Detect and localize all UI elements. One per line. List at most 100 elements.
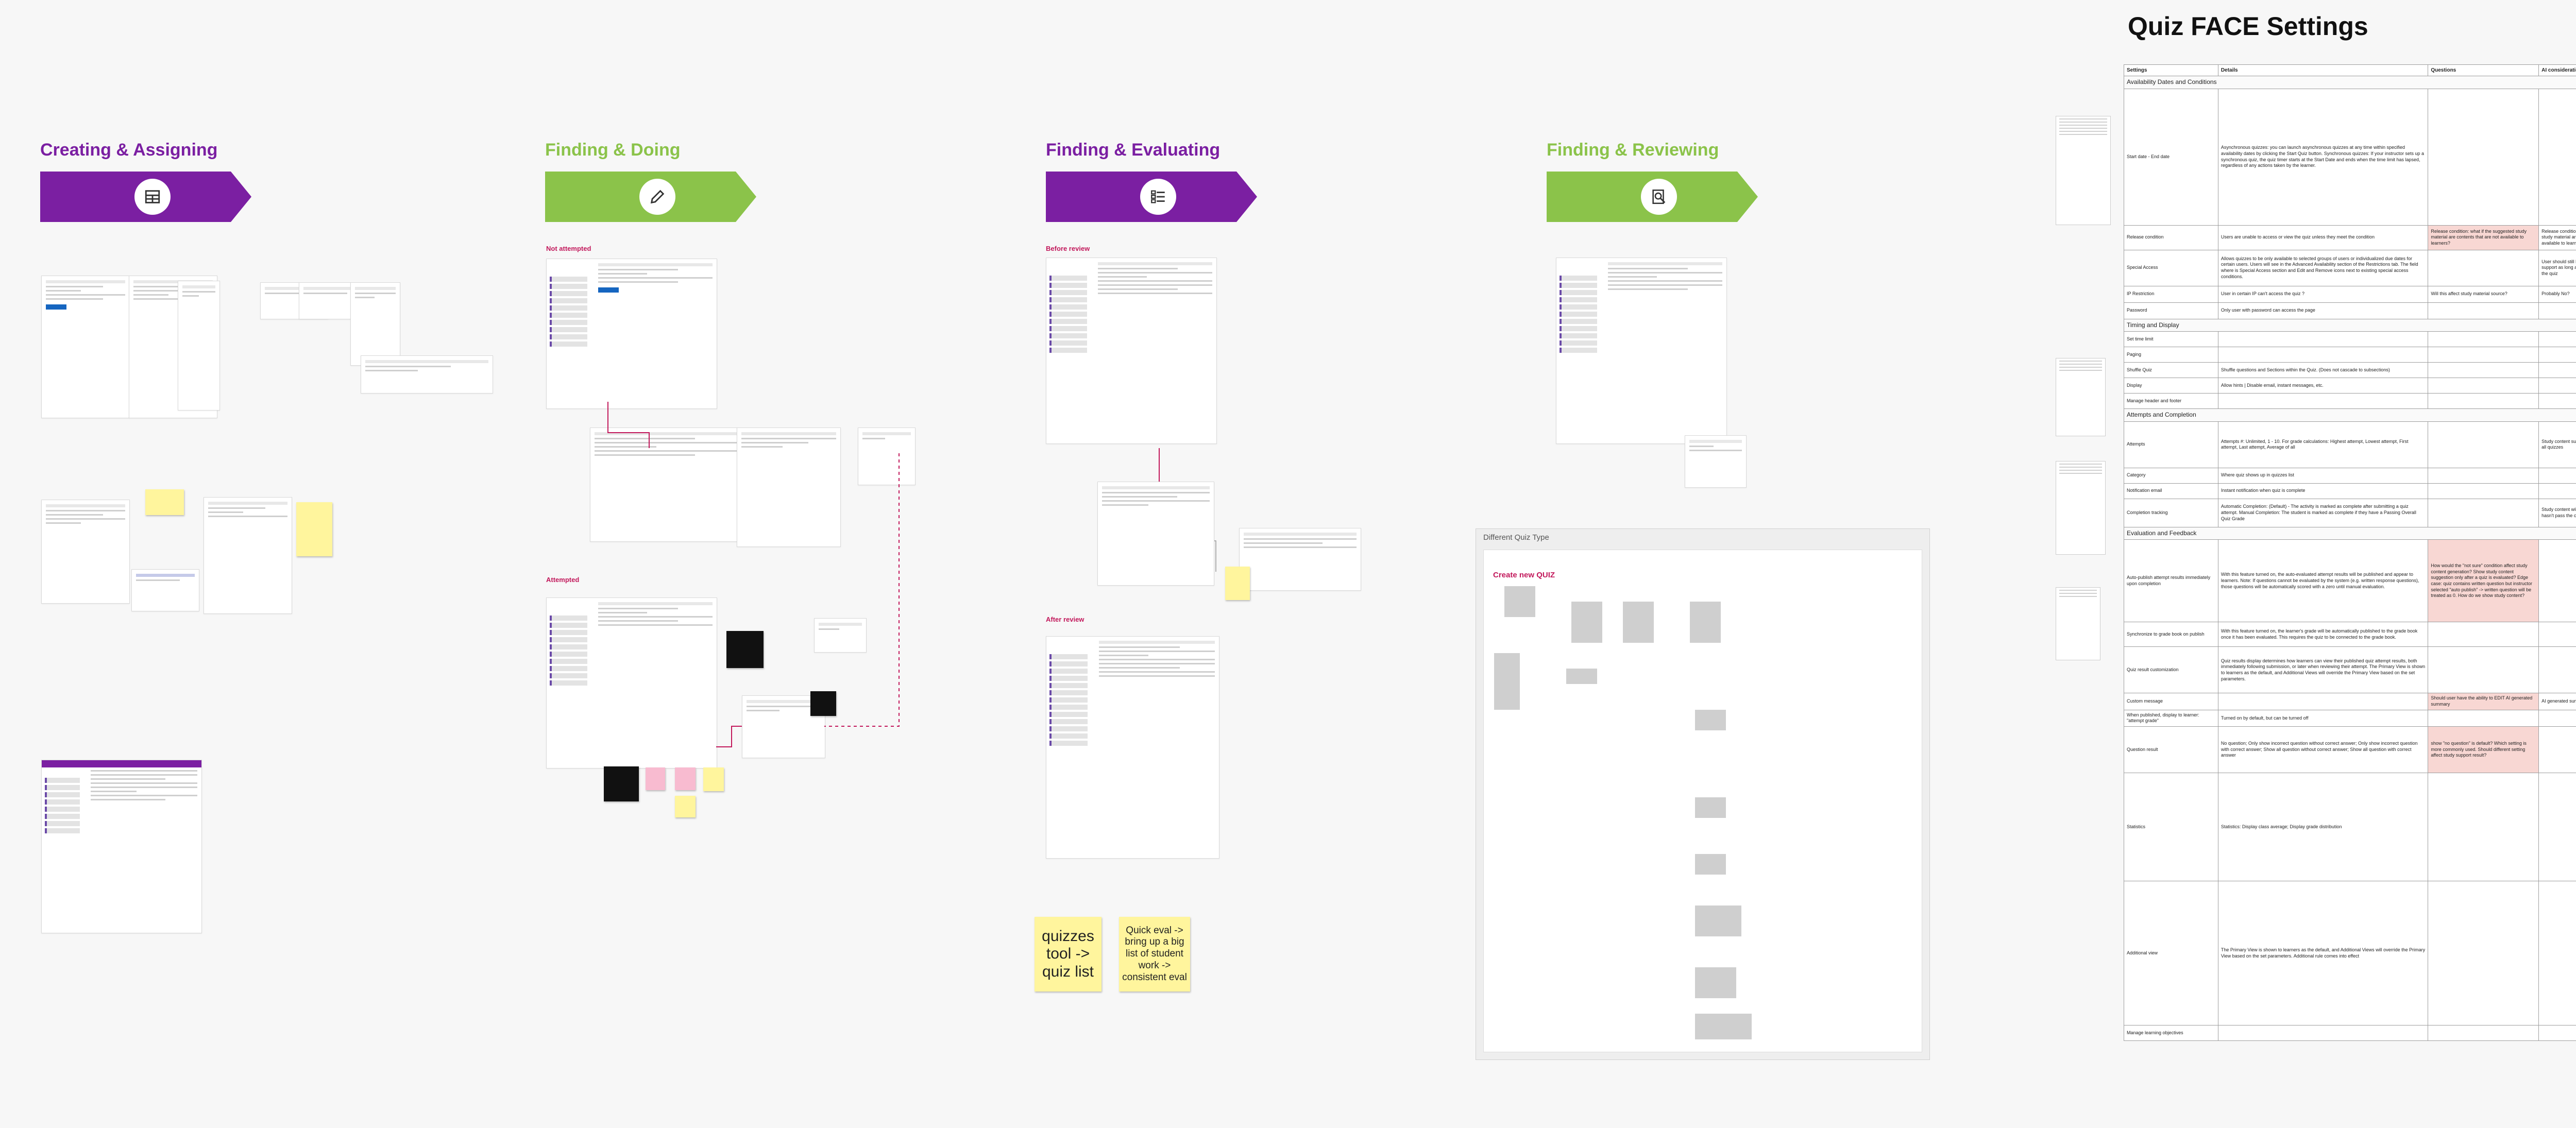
settings-cell-details: Allow hints | Disable email, instant mes… (2217, 378, 2429, 394)
settings-cell-ai: AI generated summary message (2538, 693, 2576, 710)
screenshot-reviewing (1556, 258, 1727, 444)
settings-cell-details: With this feature turned on, the learner… (2217, 622, 2429, 647)
settings-cell-name: Category (2124, 467, 2218, 484)
settings-cell-ai (2538, 331, 2576, 348)
table-icon (134, 179, 171, 215)
screenshot-import (204, 497, 292, 614)
settings-cell-details: Users are unable to access or view the q… (2217, 225, 2429, 250)
settings-cell-name: Notification email (2124, 483, 2218, 499)
settings-cell-details: No question; Only show incorrect questio… (2217, 726, 2429, 774)
settings-group-row: Evaluation and Feedback (2124, 526, 2576, 540)
settings-cell-ai (2538, 1025, 2576, 1041)
settings-cell-ai (2538, 726, 2576, 774)
settings-cell-name: Display (2124, 378, 2218, 394)
settings-cell-ai (2538, 539, 2576, 623)
sticky-note-doing-f (675, 796, 696, 817)
screenshot-quiz-options (178, 281, 220, 411)
settings-cell-ai (2538, 88, 2576, 226)
header-ai: AI consideration (2538, 64, 2576, 76)
settings-group-row: Attempts and Completion (2124, 408, 2576, 422)
settings-cell-ai: Study content will show up even if stude… (2538, 498, 2576, 527)
settings-row: Paging (2124, 347, 2576, 363)
screenshot-evaluation-detail (1097, 482, 1214, 586)
sticky-note-quizzes-tool: quizzes tool -> quiz list (1035, 917, 1101, 992)
settings-cell-questions (2428, 709, 2539, 727)
settings-group-title: Availability Dates and Conditions (2124, 76, 2576, 89)
settings-cell-name: Statistics (2124, 773, 2218, 882)
phase-title-creating: Creating & Assigning (40, 140, 218, 160)
settings-row: Manage header and footer (2124, 393, 2576, 409)
quiz-type-panel-title: Different Quiz Type (1483, 533, 1549, 542)
settings-cell-name: Special Access (2124, 249, 2218, 286)
sticky-note-doing-a (726, 631, 764, 668)
settings-cell-details: Shuffle questions and Sections within th… (2217, 362, 2429, 379)
settings-cell-name: Password (2124, 302, 2218, 319)
screenshot-quiz-setup (41, 276, 130, 418)
settings-cell-questions (2428, 467, 2539, 484)
settings-cell-name: Synchronize to grade book on publish (2124, 622, 2218, 647)
settings-cell-name: Paging (2124, 347, 2218, 363)
quiz-type-panel: Different Quiz Type Create new QUIZ (1476, 528, 1930, 1060)
settings-cell-questions: show "no question" is default? Which set… (2428, 726, 2539, 774)
settings-cell-details: Only user with password can access the p… (2217, 302, 2429, 319)
document-title: Quiz FACE Settings (2128, 12, 2368, 41)
settings-cell-name: Quiz result customization (2124, 646, 2218, 694)
settings-cell-ai (2538, 362, 2576, 379)
settings-row: Manage learning objectives (2124, 1025, 2576, 1041)
settings-cell-questions (2428, 646, 2539, 694)
settings-cell-ai (2538, 622, 2576, 647)
settings-cell-name: Set time limit (2124, 331, 2218, 348)
sticky-note-creating-a (145, 489, 184, 515)
settings-group-title: Evaluation and Feedback (2124, 526, 2576, 540)
settings-cell-questions (2428, 249, 2539, 286)
thumbnail-attempts (2056, 461, 2106, 555)
settings-group-title: Attempts and Completion (2124, 408, 2576, 422)
screenshot-preview (131, 569, 199, 611)
settings-cell-ai (2538, 347, 2576, 363)
phase-banner-finding-reviewing (1547, 172, 1758, 222)
settings-cell-questions (2428, 362, 2539, 379)
settings-cell-questions (2428, 421, 2539, 468)
settings-cell-questions: Should user have the ability to EDIT AI … (2428, 693, 2539, 710)
settings-cell-questions (2428, 622, 2539, 647)
screenshot-quiz-panel (350, 282, 400, 366)
settings-cell-ai (2538, 393, 2576, 409)
settings-cell-name: Manage learning objectives (2124, 1025, 2218, 1041)
settings-cell-name: Custom message (2124, 693, 2218, 710)
settings-cell-details: Where quiz shows up in quizzes list (2217, 467, 2429, 484)
settings-cell-name: Release condition (2124, 225, 2218, 250)
screenshot-grade-summary (814, 618, 867, 653)
thumbnail-availability (2056, 116, 2111, 225)
settings-table: Settings Details Questions AI considerat… (2124, 64, 2576, 1041)
settings-cell-name: Start date - End date (2124, 88, 2218, 226)
settings-cell-questions (2428, 302, 2539, 319)
settings-cell-questions (2428, 498, 2539, 527)
screenshot-review-detail (1685, 435, 1747, 488)
settings-cell-ai (2538, 302, 2576, 319)
settings-cell-details (2217, 1025, 2429, 1041)
settings-header-row: Settings Details Questions AI considerat… (2124, 64, 2576, 76)
settings-cell-details: Automatic Completion: (Default) - The ac… (2217, 498, 2429, 527)
settings-cell-ai (2538, 773, 2576, 882)
settings-cell-details (2217, 347, 2429, 363)
pencil-icon (639, 179, 675, 215)
settings-cell-details: Instant notification when quiz is comple… (2217, 483, 2429, 499)
settings-row: When published, display to learner: "att… (2124, 709, 2576, 727)
settings-cell-questions (2428, 1025, 2539, 1041)
settings-cell-questions: Release condition: what if the suggested… (2428, 225, 2539, 250)
label-not-attempted: Not attempted (546, 245, 591, 252)
sticky-note-doing-g (703, 767, 724, 791)
settings-cell-ai: Study content suggestion will show up fo… (2538, 421, 2576, 468)
search-doc-icon (1641, 179, 1677, 215)
settings-cell-details: Turned on by default, but can be turned … (2217, 709, 2429, 727)
screenshot-quiz-submitted (858, 428, 916, 485)
thumbnail-evaluation (2056, 587, 2100, 660)
